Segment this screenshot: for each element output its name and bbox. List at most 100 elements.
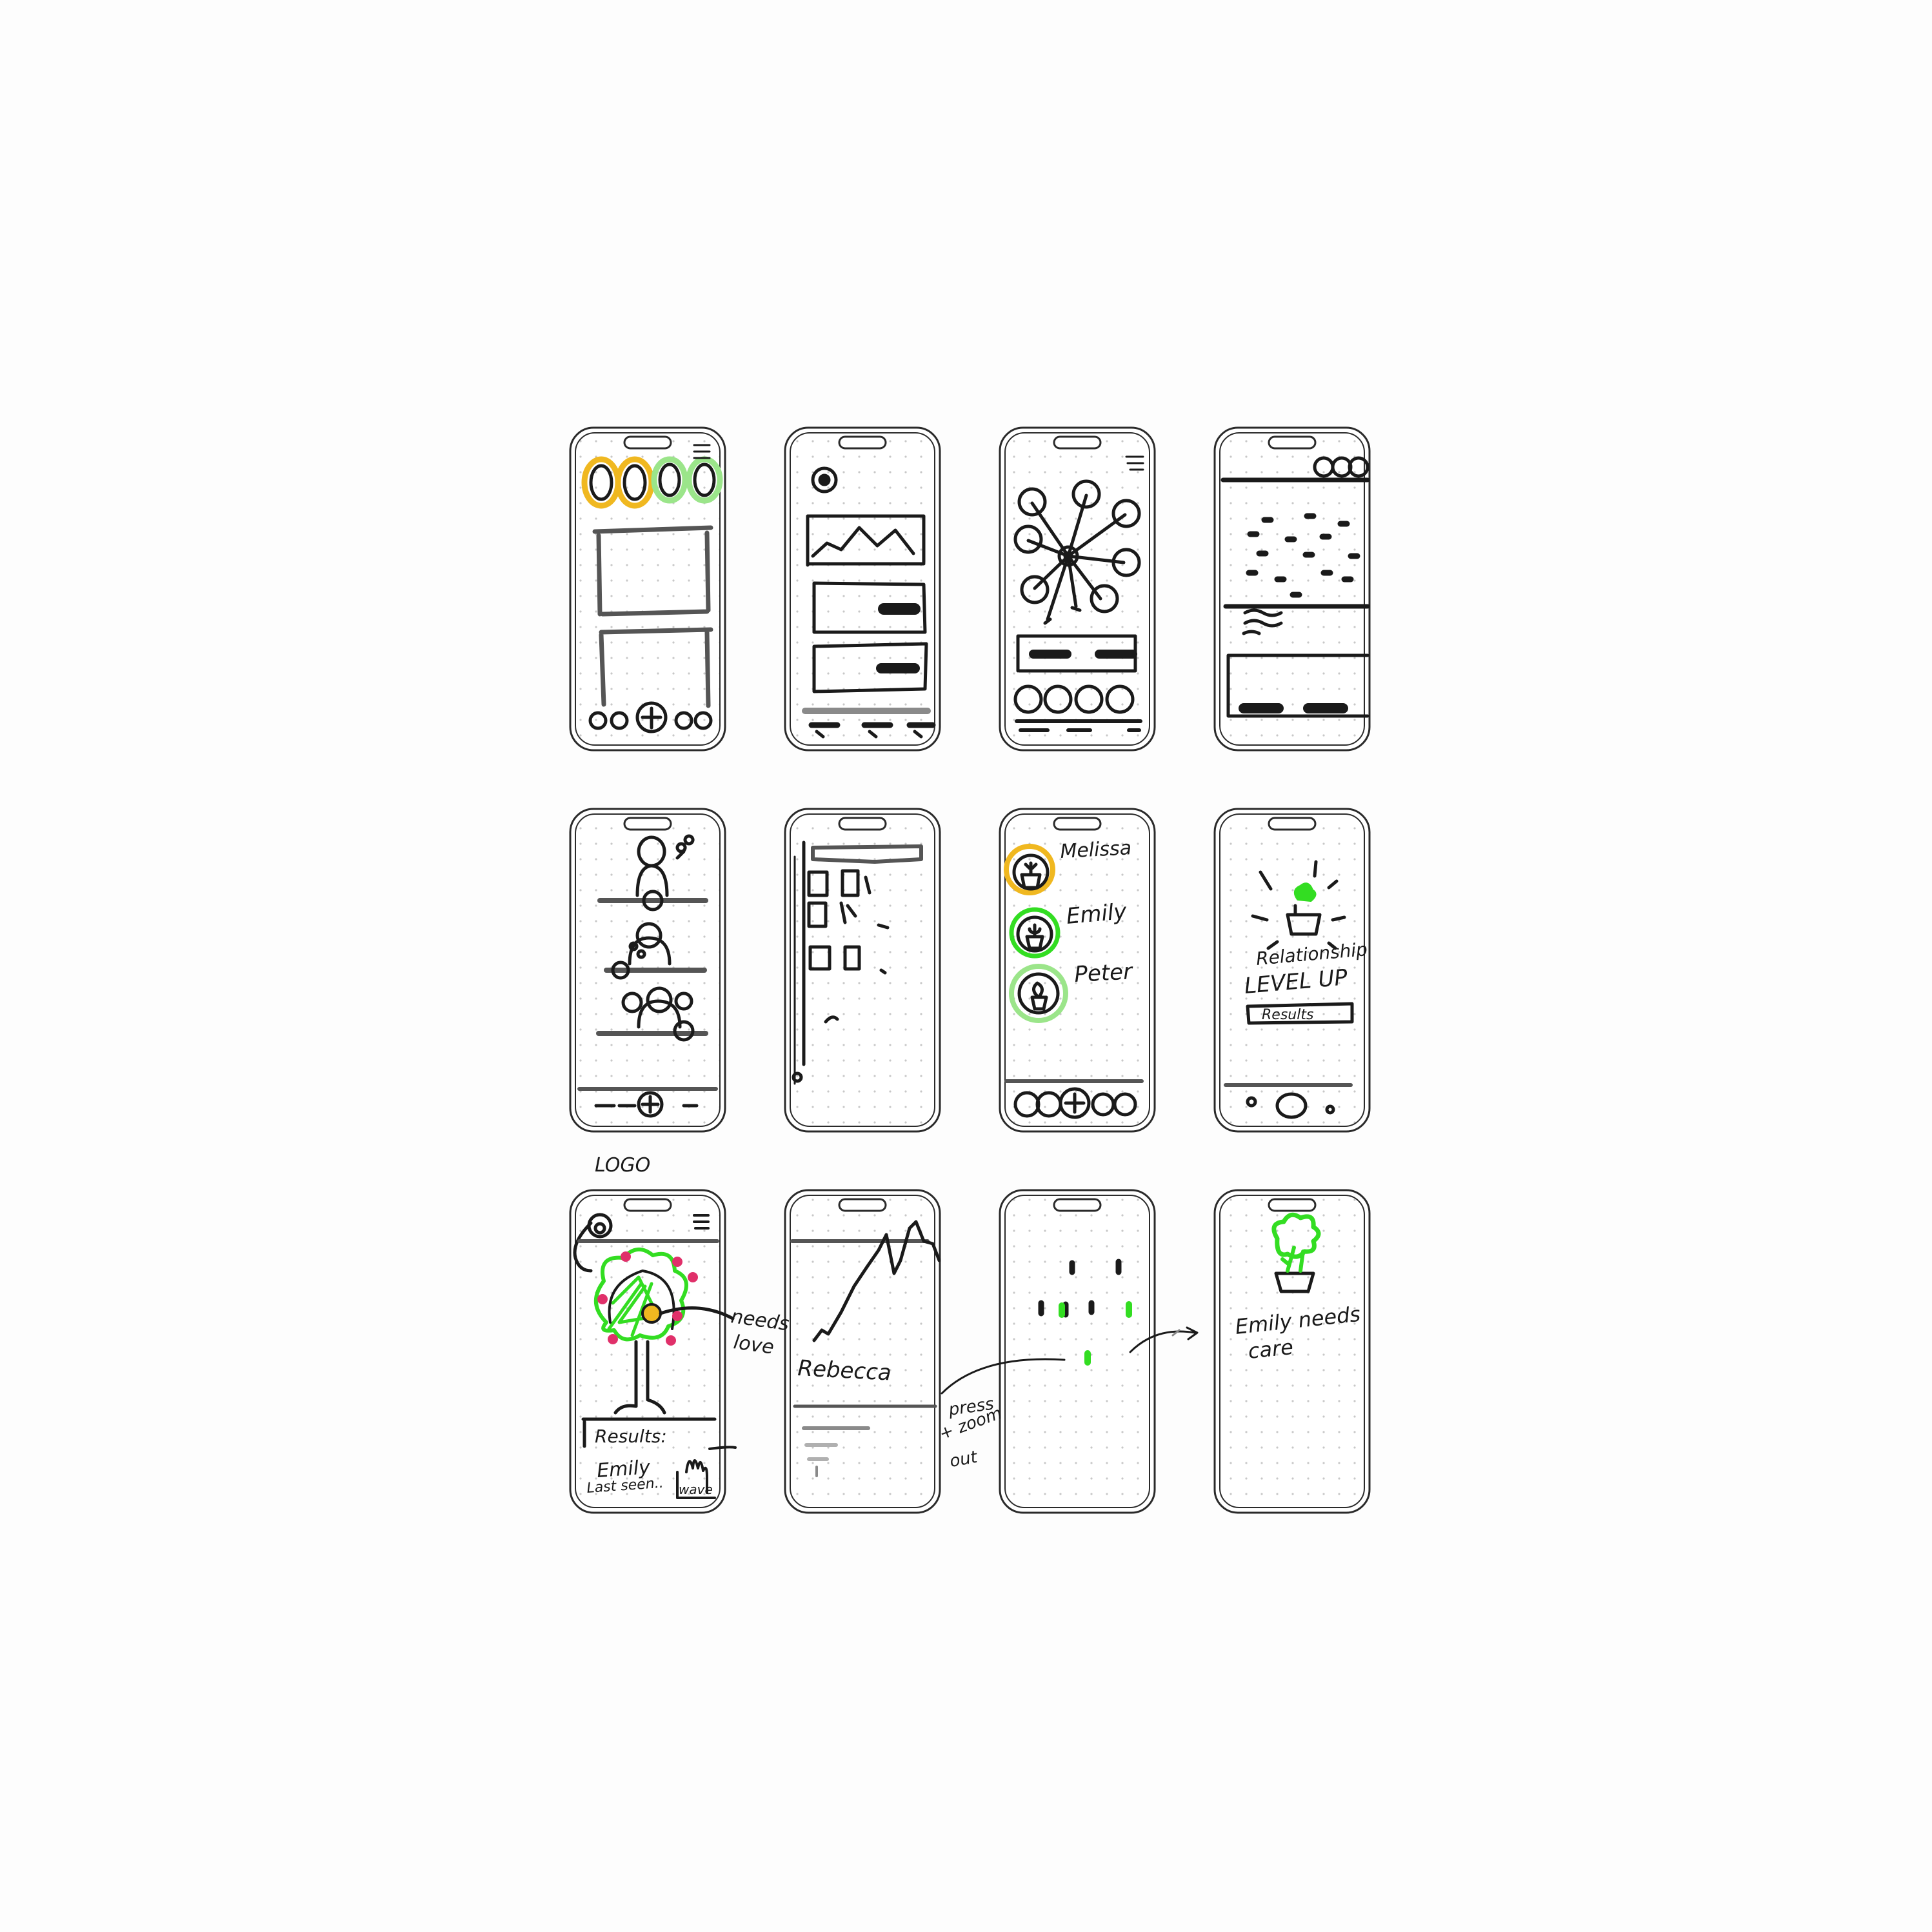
friend-ring-emily[interactable] (1009, 907, 1061, 959)
press-zoom-line3: out (948, 1448, 979, 1471)
needs-love-line2: love (732, 1331, 775, 1359)
logo-label: LOGO (595, 1154, 650, 1177)
plant-pot-icon (1025, 923, 1044, 950)
plant-pot-icon (1030, 981, 1048, 1011)
wave-label[interactable]: wave (679, 1482, 713, 1497)
hamburger-menu-icon[interactable] (693, 444, 711, 459)
nav-dot-2[interactable] (1043, 684, 1073, 714)
line-graph-card (806, 514, 926, 567)
phone-screen (1004, 1195, 1150, 1508)
plus-icon[interactable] (637, 1091, 664, 1118)
toggle-card-2[interactable] (812, 642, 928, 693)
phone-frame (569, 426, 726, 752)
nav-dot-1[interactable] (588, 711, 608, 730)
phone-frame (784, 426, 941, 752)
pink-nodes (597, 1251, 698, 1346)
phone-notch (1268, 1198, 1317, 1212)
phone-notch (838, 1198, 887, 1212)
line-chart[interactable] (812, 1220, 941, 1342)
nav-home[interactable] (1275, 1092, 1308, 1119)
needs-care-line2: care (1247, 1335, 1295, 1364)
nav-dot-1[interactable] (1246, 1096, 1257, 1108)
phone-screen (1219, 432, 1365, 746)
card-1[interactable] (592, 525, 713, 617)
phone-notch (1053, 435, 1102, 450)
rebecca-label: Rebecca (797, 1355, 892, 1386)
screen-stats (802, 466, 936, 739)
action-card[interactable] (1016, 634, 1137, 673)
screen-needs-care (1271, 1212, 1321, 1293)
nav-dot-2[interactable] (610, 711, 629, 730)
nav-dot-3[interactable] (1348, 456, 1369, 478)
logo-icon (811, 466, 838, 493)
phone-frame (1213, 426, 1371, 752)
phone-notch (1053, 817, 1102, 831)
screen-feed (1220, 456, 1370, 718)
screen-tree-results (573, 1213, 737, 1499)
plant-pot-icon (1286, 904, 1322, 936)
grid-item[interactable] (807, 869, 890, 1024)
plus-icon[interactable] (1059, 1087, 1091, 1119)
nav-dot-4[interactable] (1105, 684, 1135, 714)
phone-notch (623, 435, 672, 450)
nav-dot-3[interactable] (1074, 684, 1104, 714)
hamburger-menu-icon[interactable] (1125, 455, 1144, 471)
care-connector (1129, 1330, 1196, 1353)
screen-network (1013, 455, 1144, 732)
friend-ring-melissa[interactable] (1004, 844, 1055, 895)
phone-notch (1268, 817, 1317, 831)
friend-ring-peter[interactable] (1009, 964, 1068, 1023)
results-button-label[interactable]: Results (1262, 1007, 1313, 1023)
screen-home-cards (581, 444, 723, 733)
scatter-marks (1246, 513, 1360, 598)
phone-frame (784, 1189, 941, 1514)
logo-icon (587, 1213, 613, 1239)
tree-canopy[interactable] (593, 1248, 688, 1342)
person-icon (637, 986, 682, 1029)
hamburger-menu-icon[interactable] (693, 1214, 710, 1230)
plus-icon[interactable] (635, 701, 668, 733)
nav-dot-4[interactable] (1113, 1092, 1137, 1117)
zoom-connector (941, 1358, 1066, 1395)
phone-notch (623, 1198, 672, 1212)
results-button[interactable] (1246, 1002, 1354, 1025)
phone-frame (1213, 808, 1371, 1133)
screen-friends-list (1004, 844, 1144, 1119)
phone-notch (623, 817, 672, 831)
phone-notch (1268, 435, 1317, 450)
screen-grid (792, 841, 923, 1085)
card-2[interactable] (599, 627, 713, 708)
toggle-card-1[interactable] (812, 581, 927, 634)
friend-name-peter: Peter (1073, 959, 1134, 988)
nav-dot-3[interactable] (1325, 1104, 1335, 1115)
results-header: Results: (595, 1426, 667, 1447)
phone-notch (838, 817, 887, 831)
phone-frame (1213, 1189, 1371, 1514)
wave-button[interactable] (676, 1459, 716, 1499)
bottom-card[interactable] (1226, 653, 1369, 718)
friend-name-emily: Emily (1065, 899, 1128, 930)
phone-notch (838, 435, 887, 450)
avatar-green-1[interactable] (651, 456, 688, 504)
person-icon (635, 835, 669, 897)
screen-level-up (1224, 860, 1354, 1119)
phone-notch (1053, 1198, 1102, 1212)
avatar-green-2[interactable] (686, 456, 723, 504)
screen-rebecca-chart (790, 1220, 1066, 1477)
plant-pot-icon (1274, 1271, 1315, 1293)
needs-love-node[interactable] (641, 1303, 662, 1324)
tree-trunk (613, 1340, 666, 1415)
phone-screen (575, 432, 721, 746)
friend-name-melissa: Melissa (1060, 837, 1132, 863)
screen-zoomed-out (1038, 1259, 1199, 1366)
results-name: Emily (596, 1456, 652, 1482)
plant-pot-icon (1020, 861, 1042, 890)
phone-screen (1219, 813, 1365, 1127)
phone-screen (1219, 1195, 1365, 1508)
screen-people (577, 834, 718, 1118)
logo-pointer (573, 1221, 593, 1273)
nav-dot-4[interactable] (693, 711, 713, 730)
nav-dot-1[interactable] (1013, 684, 1043, 714)
nav-dot-3[interactable] (674, 711, 693, 730)
